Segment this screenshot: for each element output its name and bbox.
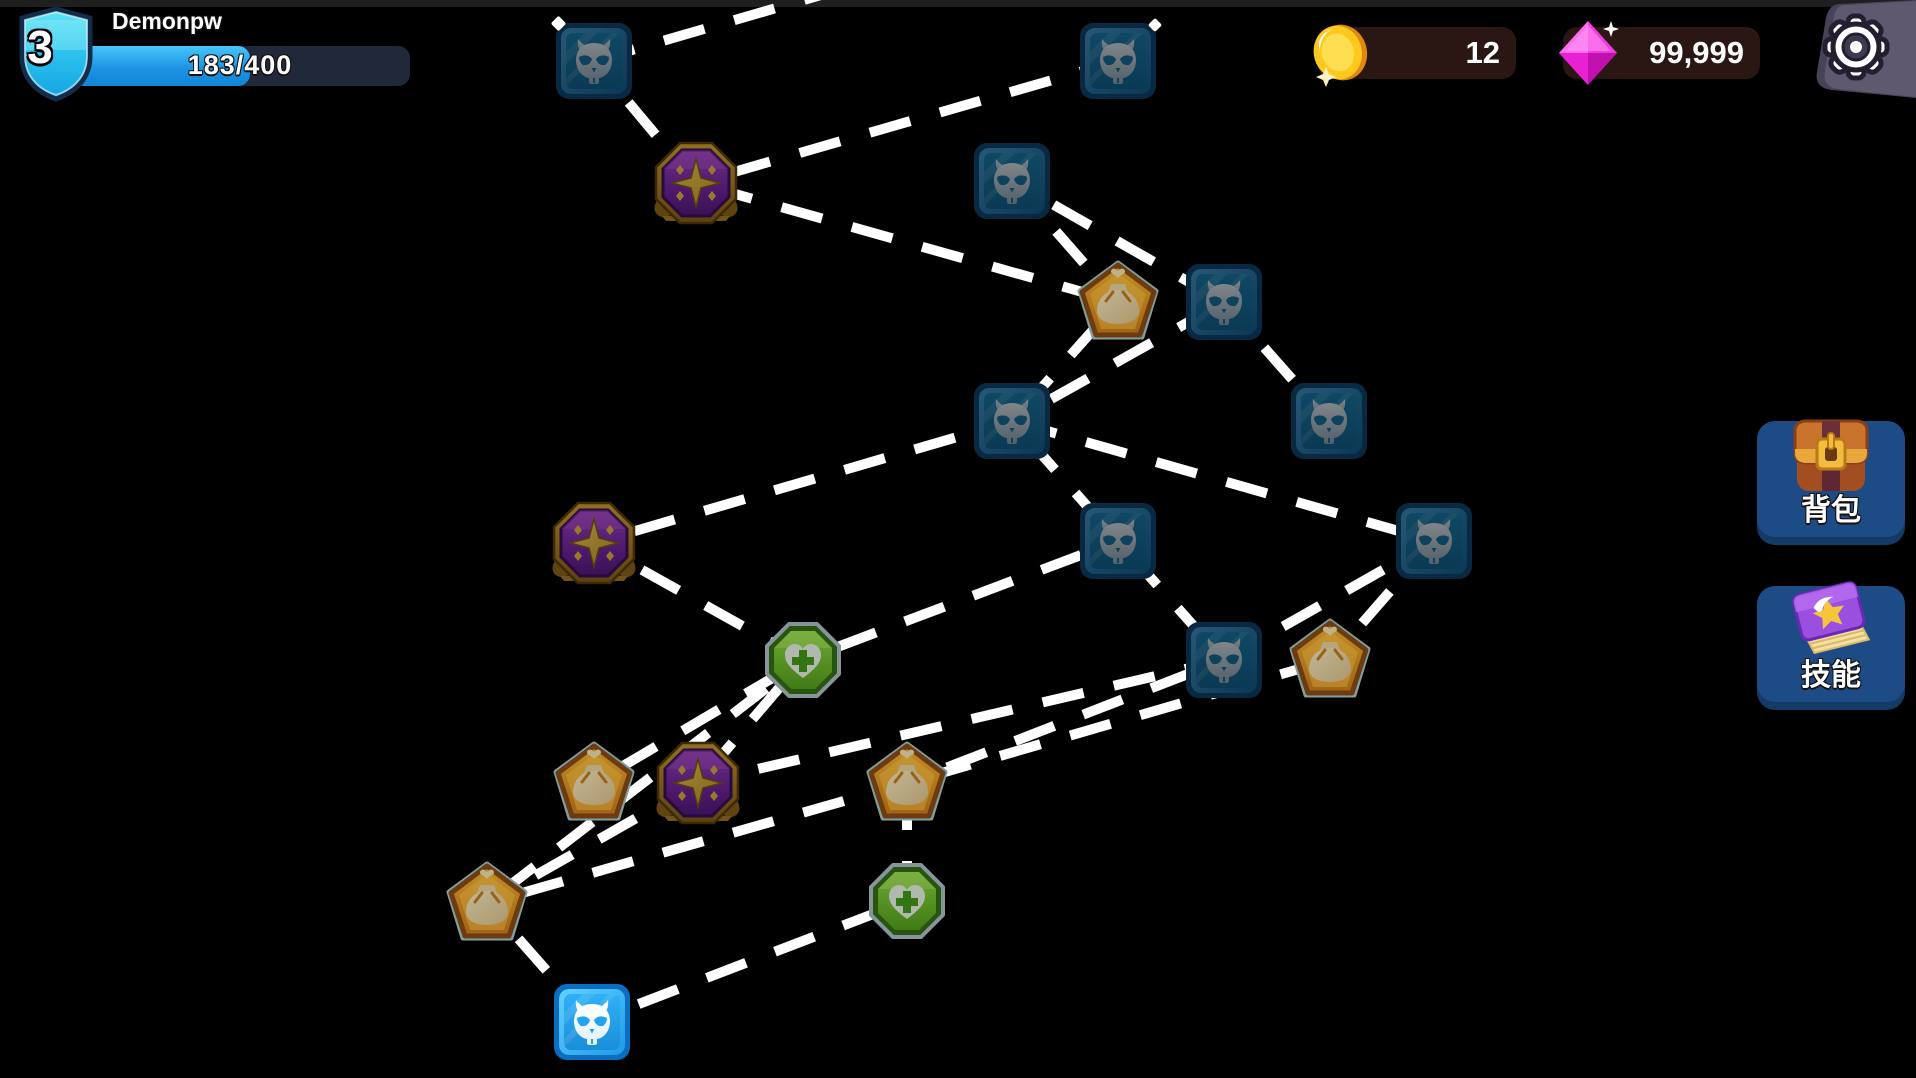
map-node-loot[interactable] [865, 741, 949, 825]
map-path-segment [483, 656, 807, 907]
map-node-enemy[interactable] [1395, 502, 1473, 580]
xp-bar: 183/400 [70, 46, 410, 86]
top-letterbox-strip [0, 0, 1916, 7]
map-path-segment [696, 655, 1226, 788]
settings-button[interactable] [1796, 0, 1916, 98]
map-node-loot[interactable] [1076, 260, 1160, 344]
map-node-enemy[interactable] [1290, 382, 1368, 460]
gold-coin-icon [1313, 24, 1368, 87]
player-name: Demonpw [112, 8, 222, 34]
map-path-segment [590, 896, 909, 1027]
gem-currency-chip: 99,999 [1559, 21, 1760, 85]
skills-button-label: 技能 [1801, 659, 1861, 692]
map-node-elite[interactable] [548, 497, 640, 589]
map-node-enemy[interactable] [1185, 621, 1263, 699]
backpack-button-label: 背包 [1801, 494, 1861, 527]
map-node-loot[interactable] [445, 861, 529, 945]
map-node-enemy[interactable] [1079, 502, 1157, 580]
map-path-segment [591, 655, 806, 788]
gold-currency-chip: 12 [1313, 24, 1516, 87]
map-node-enemy-current[interactable] [553, 983, 631, 1061]
map-node-elite[interactable] [650, 137, 742, 229]
map-node-loot[interactable] [552, 741, 636, 825]
map-path-segment [592, 416, 1014, 548]
map-node-enemy[interactable] [973, 142, 1051, 220]
map-path-segment [801, 536, 1120, 665]
skill-book-icon [1792, 581, 1871, 655]
backpack-button[interactable]: 背包 [1757, 419, 1905, 537]
xp-bar-fill [70, 46, 251, 86]
map-node-enemy[interactable] [1079, 22, 1157, 100]
map-path-segment [485, 778, 909, 908]
map-node-elite[interactable] [652, 737, 744, 829]
sparkle-decoration [948, 759, 961, 772]
player-info-cluster: 183/400 Demonpw 3 [0, 0, 460, 110]
map-node-enemy[interactable] [555, 22, 633, 100]
map-node-heal[interactable] [867, 861, 947, 941]
gem-icon [1559, 21, 1619, 85]
map-node-enemy[interactable] [1185, 263, 1263, 341]
player-level: 3 [27, 21, 53, 73]
map-node-enemy[interactable] [973, 382, 1051, 460]
gold-amount: 12 [1465, 35, 1500, 70]
skills-button[interactable]: 技能 [1757, 581, 1905, 702]
map-node-heal[interactable] [763, 620, 843, 700]
gear-icon [1822, 13, 1890, 81]
backpack-icon [1793, 419, 1869, 491]
map-node-loot[interactable] [1288, 618, 1372, 702]
xp-value: 183/400 [187, 50, 293, 80]
level-shield-icon [19, 6, 93, 102]
map-path-segment [694, 56, 1120, 188]
gem-amount: 99,999 [1649, 35, 1744, 70]
